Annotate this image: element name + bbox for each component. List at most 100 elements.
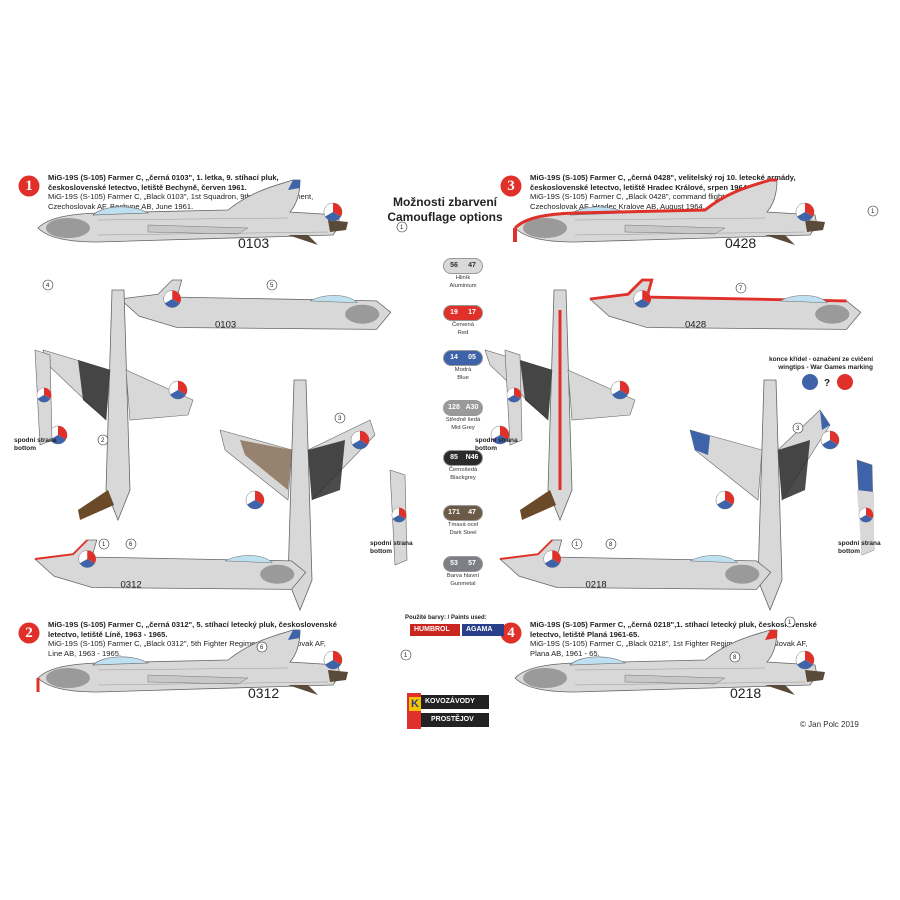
logo-dark-bar-1: KOVOZÁVODY (421, 695, 489, 709)
scheme-4-plan-view (689, 379, 840, 612)
scheme-2-caption-en: MiG-19S (S-105) Farmer C, „Black 0312", … (48, 639, 326, 658)
swatch-code-a: 171 (448, 509, 460, 516)
swatch-code-a: 19 (450, 309, 458, 316)
swatch-code-a: 14 (450, 354, 458, 361)
swatch-code-a: 85 (450, 454, 458, 461)
kovozavody-logo: K KOVOZÁVODY PROSTĚJOV (395, 693, 490, 729)
scheme-2-profile-small: 0312 (34, 539, 307, 591)
svg-text:4: 4 (46, 283, 50, 289)
underside-wing-left-1 (34, 349, 53, 446)
svg-text:2: 2 (101, 438, 105, 444)
scheme-2-side-view: 0312 (36, 629, 349, 701)
swatch-name-en: Aluminium (449, 283, 477, 289)
scheme-1-side-view: 0103 (37, 179, 349, 251)
title-cz: Možnosti zbarvení (392, 195, 497, 209)
underside-label-3-cz: spodní strana (475, 437, 518, 444)
swatch-code-b: 17 (468, 309, 476, 316)
scheme-1-side-code: 0103 (238, 235, 269, 251)
swatch-name-cz: Černošedá (448, 467, 478, 473)
svg-text:1: 1 (788, 620, 792, 626)
swatch-name-en: Red (457, 330, 469, 336)
underside-label-1-cz: spodní strana (14, 437, 57, 444)
scheme-3-number-badge: 3 (500, 175, 522, 197)
wingtips-label: konce křídel - označení ze cvičení wingt… (748, 356, 873, 371)
scheme-3-caption-cz: MiG-19S (S-105) Farmer C, „černá 0428", … (530, 173, 796, 192)
scheme-1-caption-cz: MiG-19S (S-105) Farmer C, „černá 0103", … (48, 173, 279, 192)
underside-wing-left-2 (389, 469, 408, 566)
swatch-code-b: A30 (465, 404, 479, 411)
wingtip-blue-marker (802, 374, 818, 390)
scheme-4-caption-en: MiG-19S (S-105) Farmer C, „Black 0218", … (530, 639, 808, 658)
underside-label-4-cz: spodní strana (838, 540, 881, 547)
scheme-4-profile-small: 0218 (499, 539, 772, 591)
paints-used-label: Použité barvy: / Paints used: (405, 615, 487, 621)
scheme-1-profile-small: 0103 (119, 279, 392, 331)
underside-label-2: spodní strana bottom (370, 540, 413, 555)
scheme-1-caption-en: MiG-19S (S-105) Farmer C, „Black 0103", … (48, 192, 314, 211)
scheme-2-caption: MiG-19S (S-105) Farmer C, „černá 0312", … (48, 620, 338, 658)
swatch-code-b: 47 (468, 262, 476, 269)
swatch-chip: 14 05 (443, 350, 483, 366)
wingtip-red-marker (837, 374, 853, 390)
underside-label-3-en: bottom (475, 444, 498, 452)
svg-text:5: 5 (270, 283, 274, 289)
underside-label-3: spodní strana bottom (475, 437, 518, 452)
scheme-3-side-view: 0428 (513, 178, 826, 251)
swatch-name-en: Dark Steel (449, 530, 477, 536)
scheme-3-profile-small: 0428 (589, 278, 862, 331)
camouflage-options-title: Možnosti zbarvení Camouflage options (380, 195, 510, 225)
svg-text:0312: 0312 (121, 580, 142, 591)
underside-label-1-en: bottom (14, 444, 37, 452)
scheme-3-caption-en: MiG-19S (S-105) Farmer C, „Black 0428", … (530, 192, 776, 211)
wingtips-label-en: wingtips - War Games marking (778, 363, 873, 371)
scheme-4-number-badge: 4 (500, 622, 522, 644)
swatch-name-cz: Červená (452, 322, 474, 328)
svg-text:6: 6 (129, 542, 133, 548)
underside-wing-right-2 (856, 459, 875, 556)
swatch-code-a: 53 (450, 560, 458, 567)
swatch-name-cz: Hliník (455, 275, 471, 281)
brand-humbrol: HUMBROL (410, 624, 460, 636)
scheme-2-caption-cz: MiG-19S (S-105) Farmer C, „černá 0312", … (48, 620, 337, 639)
underside-wing-right-1 (504, 349, 523, 446)
underside-label-1: spodní strana bottom (14, 437, 57, 452)
svg-text:8: 8 (733, 655, 737, 661)
wingtip-question-mark: ? (824, 378, 830, 389)
swatch-code-b: N46 (465, 454, 479, 461)
svg-text:0218: 0218 (586, 580, 607, 591)
swatch-chip: 128 A30 (443, 400, 483, 416)
svg-text:1: 1 (404, 653, 408, 659)
wingtips-label-cz: konce křídel - označení ze cvičení (768, 356, 873, 363)
scheme-1-number-badge: 1 (18, 175, 40, 197)
scheme-4-caption: MiG-19S (S-105) Farmer C, „černá 0218",1… (530, 620, 820, 658)
logo-dark-bar-2: PROSTĚJOV (421, 713, 489, 727)
swatch-code-b: 05 (468, 354, 476, 361)
scheme-3-side-code: 0428 (725, 235, 756, 251)
svg-text:0103: 0103 (215, 320, 236, 331)
svg-text:3: 3 (796, 426, 800, 432)
swatch-name-en: Blue (457, 375, 469, 381)
swatch-code-a: 56 (450, 262, 458, 269)
scheme-3-plan-view (484, 289, 636, 522)
swatch-code-b: 57 (468, 560, 476, 567)
swatch-chip: 53 57 (443, 556, 483, 572)
swatch-code-a: 128 (448, 404, 460, 411)
svg-text:6: 6 (260, 645, 264, 651)
brand-agama: AGAMA (462, 624, 504, 636)
svg-text:1: 1 (575, 542, 579, 548)
swatch-chip: 85 N46 (443, 450, 483, 466)
title-en: Camouflage options (387, 210, 503, 224)
svg-text:1: 1 (871, 209, 875, 215)
swatch-name-cz: Středně šedá (445, 417, 481, 423)
scheme-2-number-badge: 2 (18, 622, 40, 644)
scheme-2-plan-view (219, 379, 376, 612)
